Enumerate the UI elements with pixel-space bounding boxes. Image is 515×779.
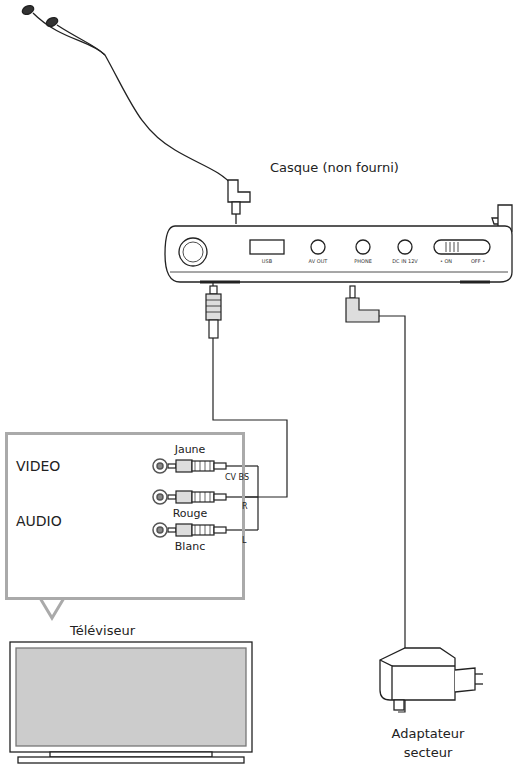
tv-jacks bbox=[153, 459, 167, 537]
port-marking: OFF • bbox=[471, 258, 485, 264]
signal-name: L bbox=[242, 536, 246, 545]
dvd-player bbox=[165, 205, 512, 282]
port-label: AUDIO bbox=[16, 513, 62, 529]
rca-plug bbox=[168, 491, 226, 503]
port-marking: • ON bbox=[440, 258, 452, 264]
part-name: Téléviseur bbox=[70, 623, 135, 638]
signal-name: CV BS bbox=[225, 473, 249, 482]
av-cable bbox=[213, 282, 287, 497]
callout-tail bbox=[40, 598, 64, 618]
av-plug bbox=[206, 286, 221, 338]
port-label: VIDEO bbox=[16, 458, 60, 474]
part-name: Adaptateur secteur bbox=[373, 725, 483, 763]
port-marking: PHONE bbox=[354, 258, 372, 264]
dvd-player-panel: USB AV OUT PHONE DC IN 12V • ON OFF • bbox=[165, 226, 512, 282]
wire-color: Jaune bbox=[175, 443, 206, 456]
wire-color: Blanc bbox=[175, 540, 205, 553]
signal-name: R bbox=[242, 502, 248, 511]
power-adapter bbox=[380, 648, 483, 712]
part-name: Casque (non fourni) bbox=[270, 160, 399, 175]
dc-plug bbox=[346, 286, 405, 712]
port-marking: DC IN 12V bbox=[392, 258, 418, 264]
television bbox=[10, 642, 252, 763]
headphones bbox=[21, 4, 250, 224]
rca-plug bbox=[168, 460, 226, 472]
port-marking: AV OUT bbox=[309, 258, 328, 264]
port-marking: USB bbox=[262, 258, 272, 264]
rca-plug bbox=[168, 524, 226, 536]
wire-color: Rouge bbox=[173, 507, 208, 520]
tv-input-panel: VIDEO AUDIO bbox=[5, 432, 245, 600]
